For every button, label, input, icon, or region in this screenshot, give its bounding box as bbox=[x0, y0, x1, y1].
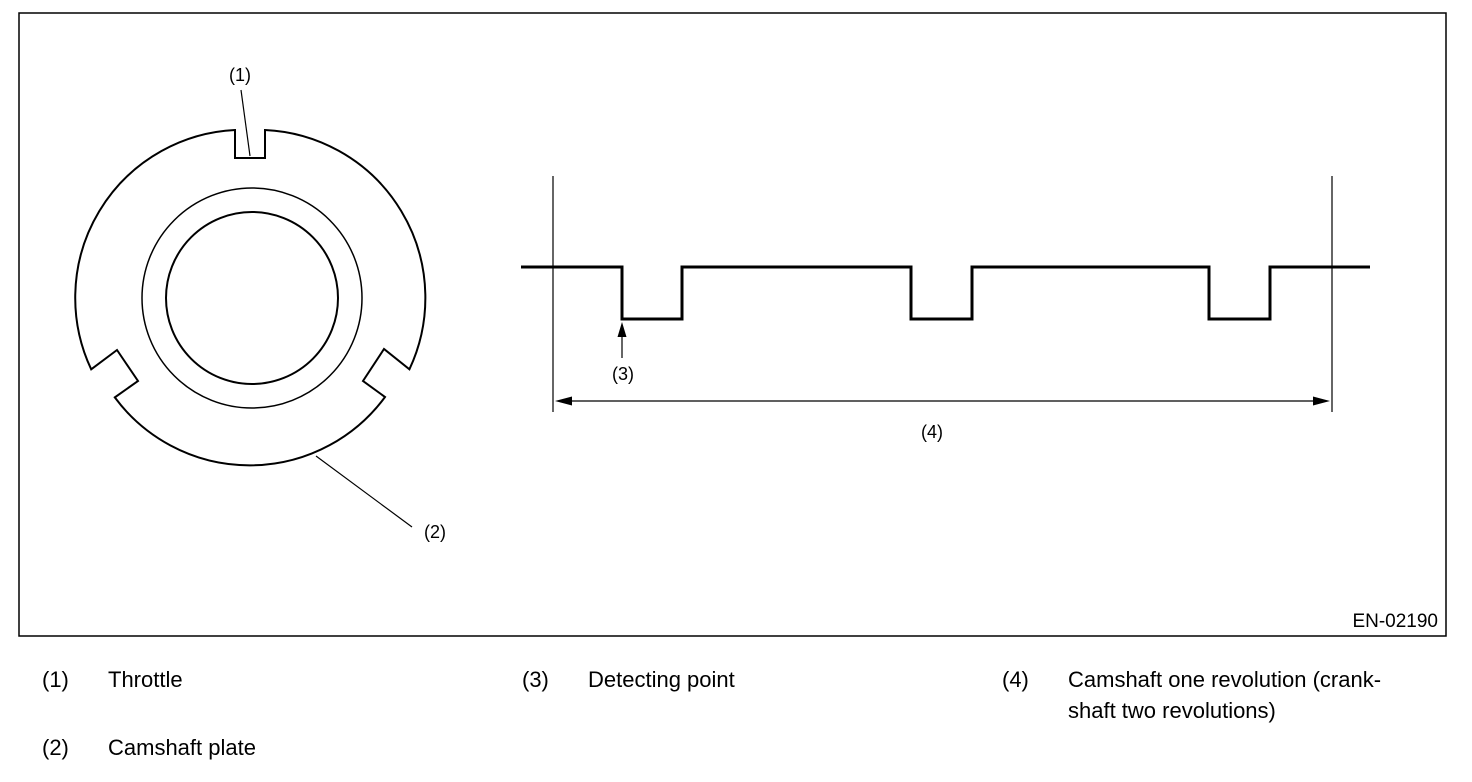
callout-4: (4) bbox=[921, 422, 943, 442]
legend-item-1: (1) Throttle bbox=[42, 664, 462, 695]
legend-item-4: (4) Camshaft one revolution (crank- shaf… bbox=[1002, 664, 1462, 726]
dimension-arrowhead-right bbox=[1313, 396, 1330, 406]
callout-1: (1) bbox=[229, 65, 251, 85]
leader-line-1 bbox=[240, 89, 251, 157]
legend-label: Detecting point bbox=[588, 667, 735, 692]
legend-label-line-2: shaft two revolutions) bbox=[1068, 698, 1276, 723]
legend-label: Throttle bbox=[108, 667, 183, 692]
figure-code: EN-02190 bbox=[1352, 611, 1438, 632]
dimension-arrowhead-left bbox=[555, 396, 572, 406]
camshaft-plate-outline bbox=[74, 128, 427, 467]
callout-2: (2) bbox=[424, 522, 446, 542]
plate-inner-ring bbox=[141, 187, 363, 409]
camshaft-hole bbox=[165, 211, 339, 385]
legend-label: Camshaft plate bbox=[108, 735, 256, 760]
legend-number: (3) bbox=[522, 667, 549, 692]
callout-3: (3) bbox=[612, 364, 634, 384]
legend-number: (2) bbox=[42, 735, 69, 760]
legend-item-3: (3) Detecting point bbox=[522, 664, 942, 695]
sensor-signal-waveform bbox=[521, 265, 1370, 321]
legend-item-2: (2) Camshaft plate bbox=[42, 732, 462, 763]
legend-number: (4) bbox=[1002, 667, 1029, 692]
leader-line-2 bbox=[315, 455, 413, 528]
detecting-point-arrowhead bbox=[617, 322, 627, 337]
figure-frame bbox=[18, 12, 1447, 637]
legend-number: (1) bbox=[42, 667, 69, 692]
legend-label-line-1: Camshaft one revolution (crank- bbox=[1068, 667, 1382, 692]
